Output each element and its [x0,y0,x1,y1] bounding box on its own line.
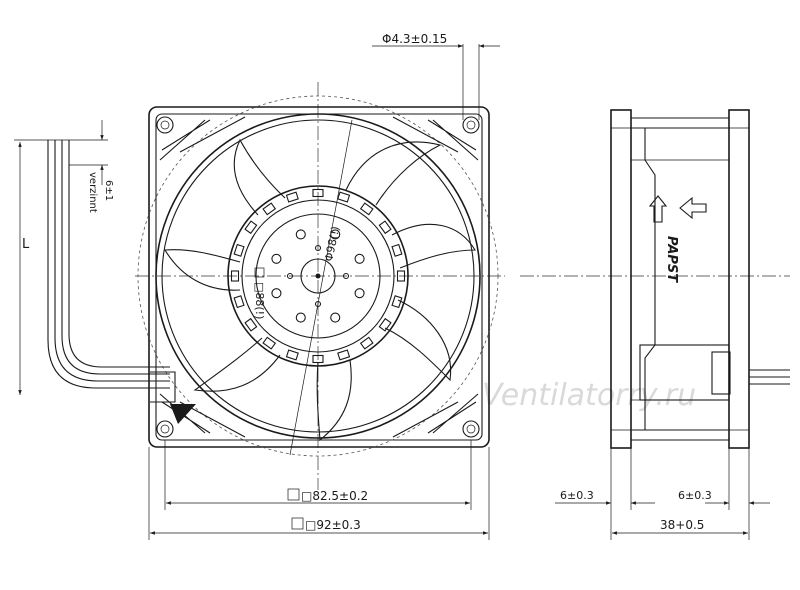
ring-fin [359,202,374,216]
shaft-center [315,273,321,279]
ring-fin [244,317,258,332]
side-flange-right [728,109,750,449]
venturi-outer-circle [155,113,481,439]
venturi-inner-circle [161,119,475,433]
ring-fin [233,243,245,257]
ring-fin [337,191,351,203]
depth-label: 38+0.5 [660,518,704,532]
diagonal-section-line [289,119,353,456]
envelope-circle [137,95,499,457]
square-symbol-spacing [287,488,300,501]
square-symbol-hub [254,267,265,278]
ring-fin [391,295,403,309]
hub-small-hole [342,272,350,280]
ring-fin [378,317,392,332]
ring-fin [359,336,374,350]
frame-size-label: □92±0.3 [305,518,361,532]
impeller-ring-fins [230,188,406,364]
cable-length-label: L [22,237,30,252]
hub-center-boss [300,258,336,294]
ring-fin [285,349,299,361]
hub-diameter-label: Φ98(!) [322,225,342,263]
hub-hole [271,288,282,299]
ring-fin [230,270,240,282]
ring-fin [391,243,403,257]
hub-hole [354,253,365,264]
ring-fin [396,270,406,282]
airflow-arrow-icon [679,196,707,220]
flange-right-label: 6±0.3 [678,489,712,502]
ring-fin [244,220,258,235]
ring-fin [262,202,277,216]
ring-fin [378,220,392,235]
hub-small-hole [286,272,294,280]
brand-label: PAPST [664,236,679,283]
ring-fin [233,295,245,309]
hole-spacing-label: □82.5±0.2 [301,489,368,503]
impeller-ring-inner [241,199,395,353]
hub-hole [354,288,365,299]
strip-note-label: verzinnt [87,172,98,213]
hub-hole [295,229,306,240]
hub-holes [271,229,365,323]
hub-small-hole [314,300,322,308]
flange-left-label: 6±0.3 [560,489,594,502]
hub-hole [330,312,341,323]
side-flange-left [610,109,632,449]
motor-housing [639,344,730,401]
impeller-blades [164,138,476,442]
hub-hole [271,253,282,264]
rotation-arrow-icon [648,195,668,223]
hub-hole [295,312,306,323]
ring-fin [285,191,299,203]
ring-fin [262,336,277,350]
ring-fin [312,188,324,198]
hub-side-label: □88(!) [253,282,266,319]
mounting-hole-top-left [156,116,174,134]
mounting-hole-bottom-right [462,420,480,438]
hole-diameter-label: Φ4.3±0.15 [382,32,447,46]
hub-hole [330,229,341,240]
strip-length-label: 6±1 [103,180,114,201]
impeller-ring-outer [227,185,409,367]
watermark-text: Ventilatorry.ru [482,378,696,413]
hub-small-hole [314,244,322,252]
ring-fin [312,354,324,364]
side-view: PAPST 6±0.3 6±0.3 38+0.5 [520,109,790,540]
ring-fin [337,349,351,361]
fan-frame-outer [148,106,490,448]
mounting-hole-bottom-left [156,420,174,438]
front-view: Φ98(!) □88(!) L 6±1 verzinnt Φ4.3±0.15 [14,32,505,540]
connector-block [711,351,731,395]
hub-disc [255,213,381,339]
cable [47,139,176,403]
mounting-holes [156,116,480,438]
mounting-hole-top-right [462,116,480,134]
square-symbol-frame [291,517,304,530]
cable-exit-mark [170,404,196,424]
